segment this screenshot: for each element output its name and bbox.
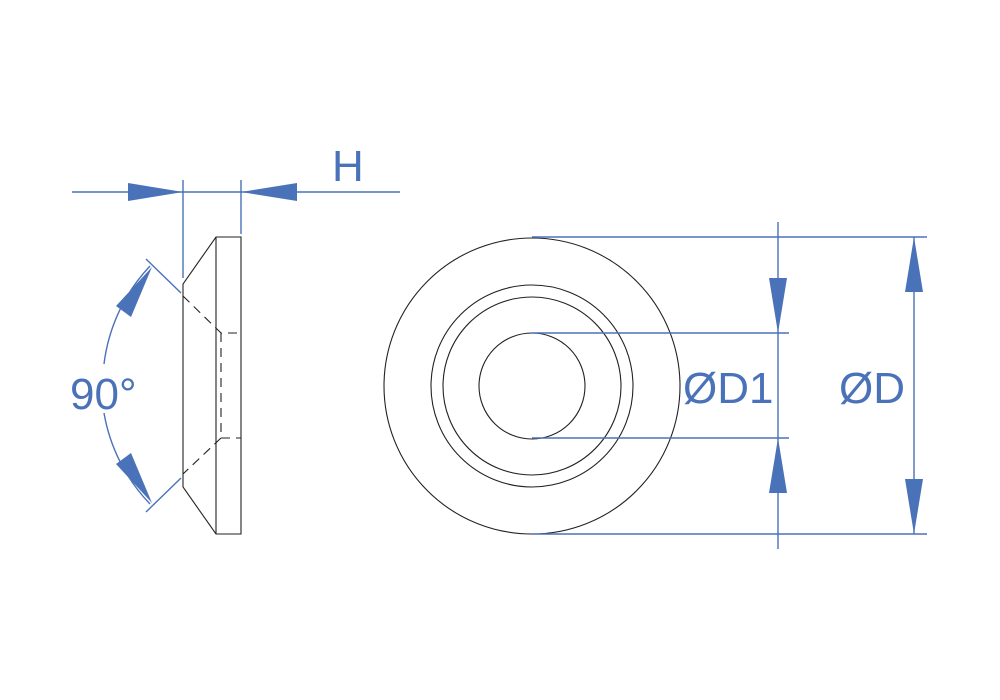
countersink-outer-circle (430, 284, 634, 488)
arrow-up-icon (116, 267, 152, 317)
arrow-right-icon (128, 183, 183, 201)
extension-line (145, 258, 182, 294)
arrow-down-icon (116, 453, 152, 503)
extension-line (145, 477, 182, 513)
side-view (182, 236, 242, 535)
arrow-up-icon (769, 438, 787, 493)
inner-diameter-dimension: ØD1 (532, 222, 789, 549)
bore-circle (478, 332, 586, 440)
arrow-down-icon (905, 479, 923, 534)
side-outline (182, 236, 242, 535)
angle-dimension: 90° (70, 258, 182, 513)
outer-diameter-dimension: ØD (532, 236, 927, 535)
front-view (383, 237, 681, 535)
angle-label: 90° (70, 370, 137, 419)
hidden-countersink-lines (182, 295, 241, 475)
arrow-left-icon (241, 183, 297, 201)
outer-diameter-label: ØD (839, 364, 905, 413)
height-label: H (332, 142, 364, 191)
arrow-down-icon (769, 278, 787, 333)
inner-diameter-label: ØD1 (683, 364, 773, 413)
height-dimension: H (72, 142, 400, 278)
arrow-up-icon (905, 237, 923, 292)
countersink-inner-circle (442, 296, 622, 476)
outer-circle (383, 237, 681, 535)
angle-arc (103, 265, 151, 365)
